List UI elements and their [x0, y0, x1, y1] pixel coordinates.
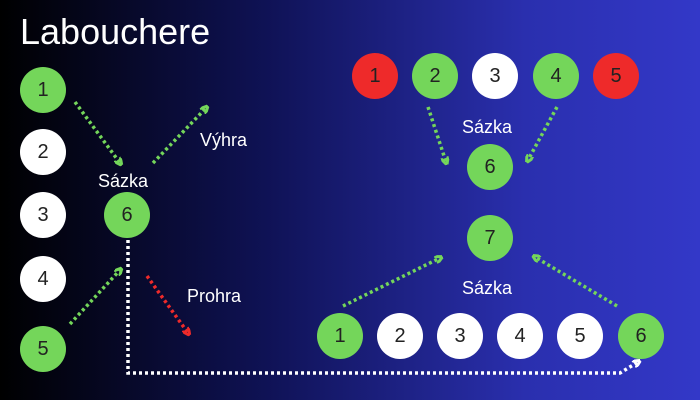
- arrow-top-2-to-bet: [426, 106, 446, 162]
- arrow-win: [151, 108, 206, 165]
- arrow-bottom-6-to-bet: [535, 257, 618, 308]
- left-bet-label: Sázka: [98, 171, 149, 191]
- arrow-top-4-to-bet: [528, 106, 559, 160]
- arrow-left-1-to-bet: [73, 100, 120, 163]
- left-seq-2: 2: [20, 129, 66, 175]
- top-seq-1: 1: [352, 53, 398, 99]
- top-seq-4: 4: [533, 53, 579, 99]
- top-seq-5: 5: [593, 53, 639, 99]
- top-seq-2: 2: [412, 53, 458, 99]
- left-seq-3: 3: [20, 192, 66, 238]
- bottom-seq-6: 6: [618, 313, 664, 359]
- bottom-bet-label: Sázka: [462, 278, 513, 298]
- top-bet-label: Sázka: [462, 117, 513, 137]
- arrow-bottom-1-to-bet: [342, 258, 440, 308]
- bottom-seq-2: 2: [377, 313, 423, 359]
- top-bet: 6: [467, 144, 513, 190]
- bottom-seq-3: 3: [437, 313, 483, 359]
- arrow-left-5-to-bet: [68, 270, 120, 326]
- arrow-sequence-continues: [126, 240, 638, 375]
- left-seq-1: 1: [20, 67, 66, 113]
- win-label: Výhra: [200, 130, 248, 150]
- diagram-title: Labouchere: [20, 11, 211, 52]
- bottom-seq-4: 4: [497, 313, 543, 359]
- left-seq-5: 5: [20, 326, 66, 372]
- left-seq-4: 4: [20, 256, 66, 302]
- top-seq-3: 3: [472, 53, 518, 99]
- bottom-seq-5: 5: [557, 313, 603, 359]
- left-bet: 6: [104, 192, 150, 238]
- arrow-loss: [145, 274, 188, 333]
- bottom-bet: 7: [467, 215, 513, 261]
- loss-label: Prohra: [187, 286, 242, 306]
- bottom-seq-1: 1: [317, 313, 363, 359]
